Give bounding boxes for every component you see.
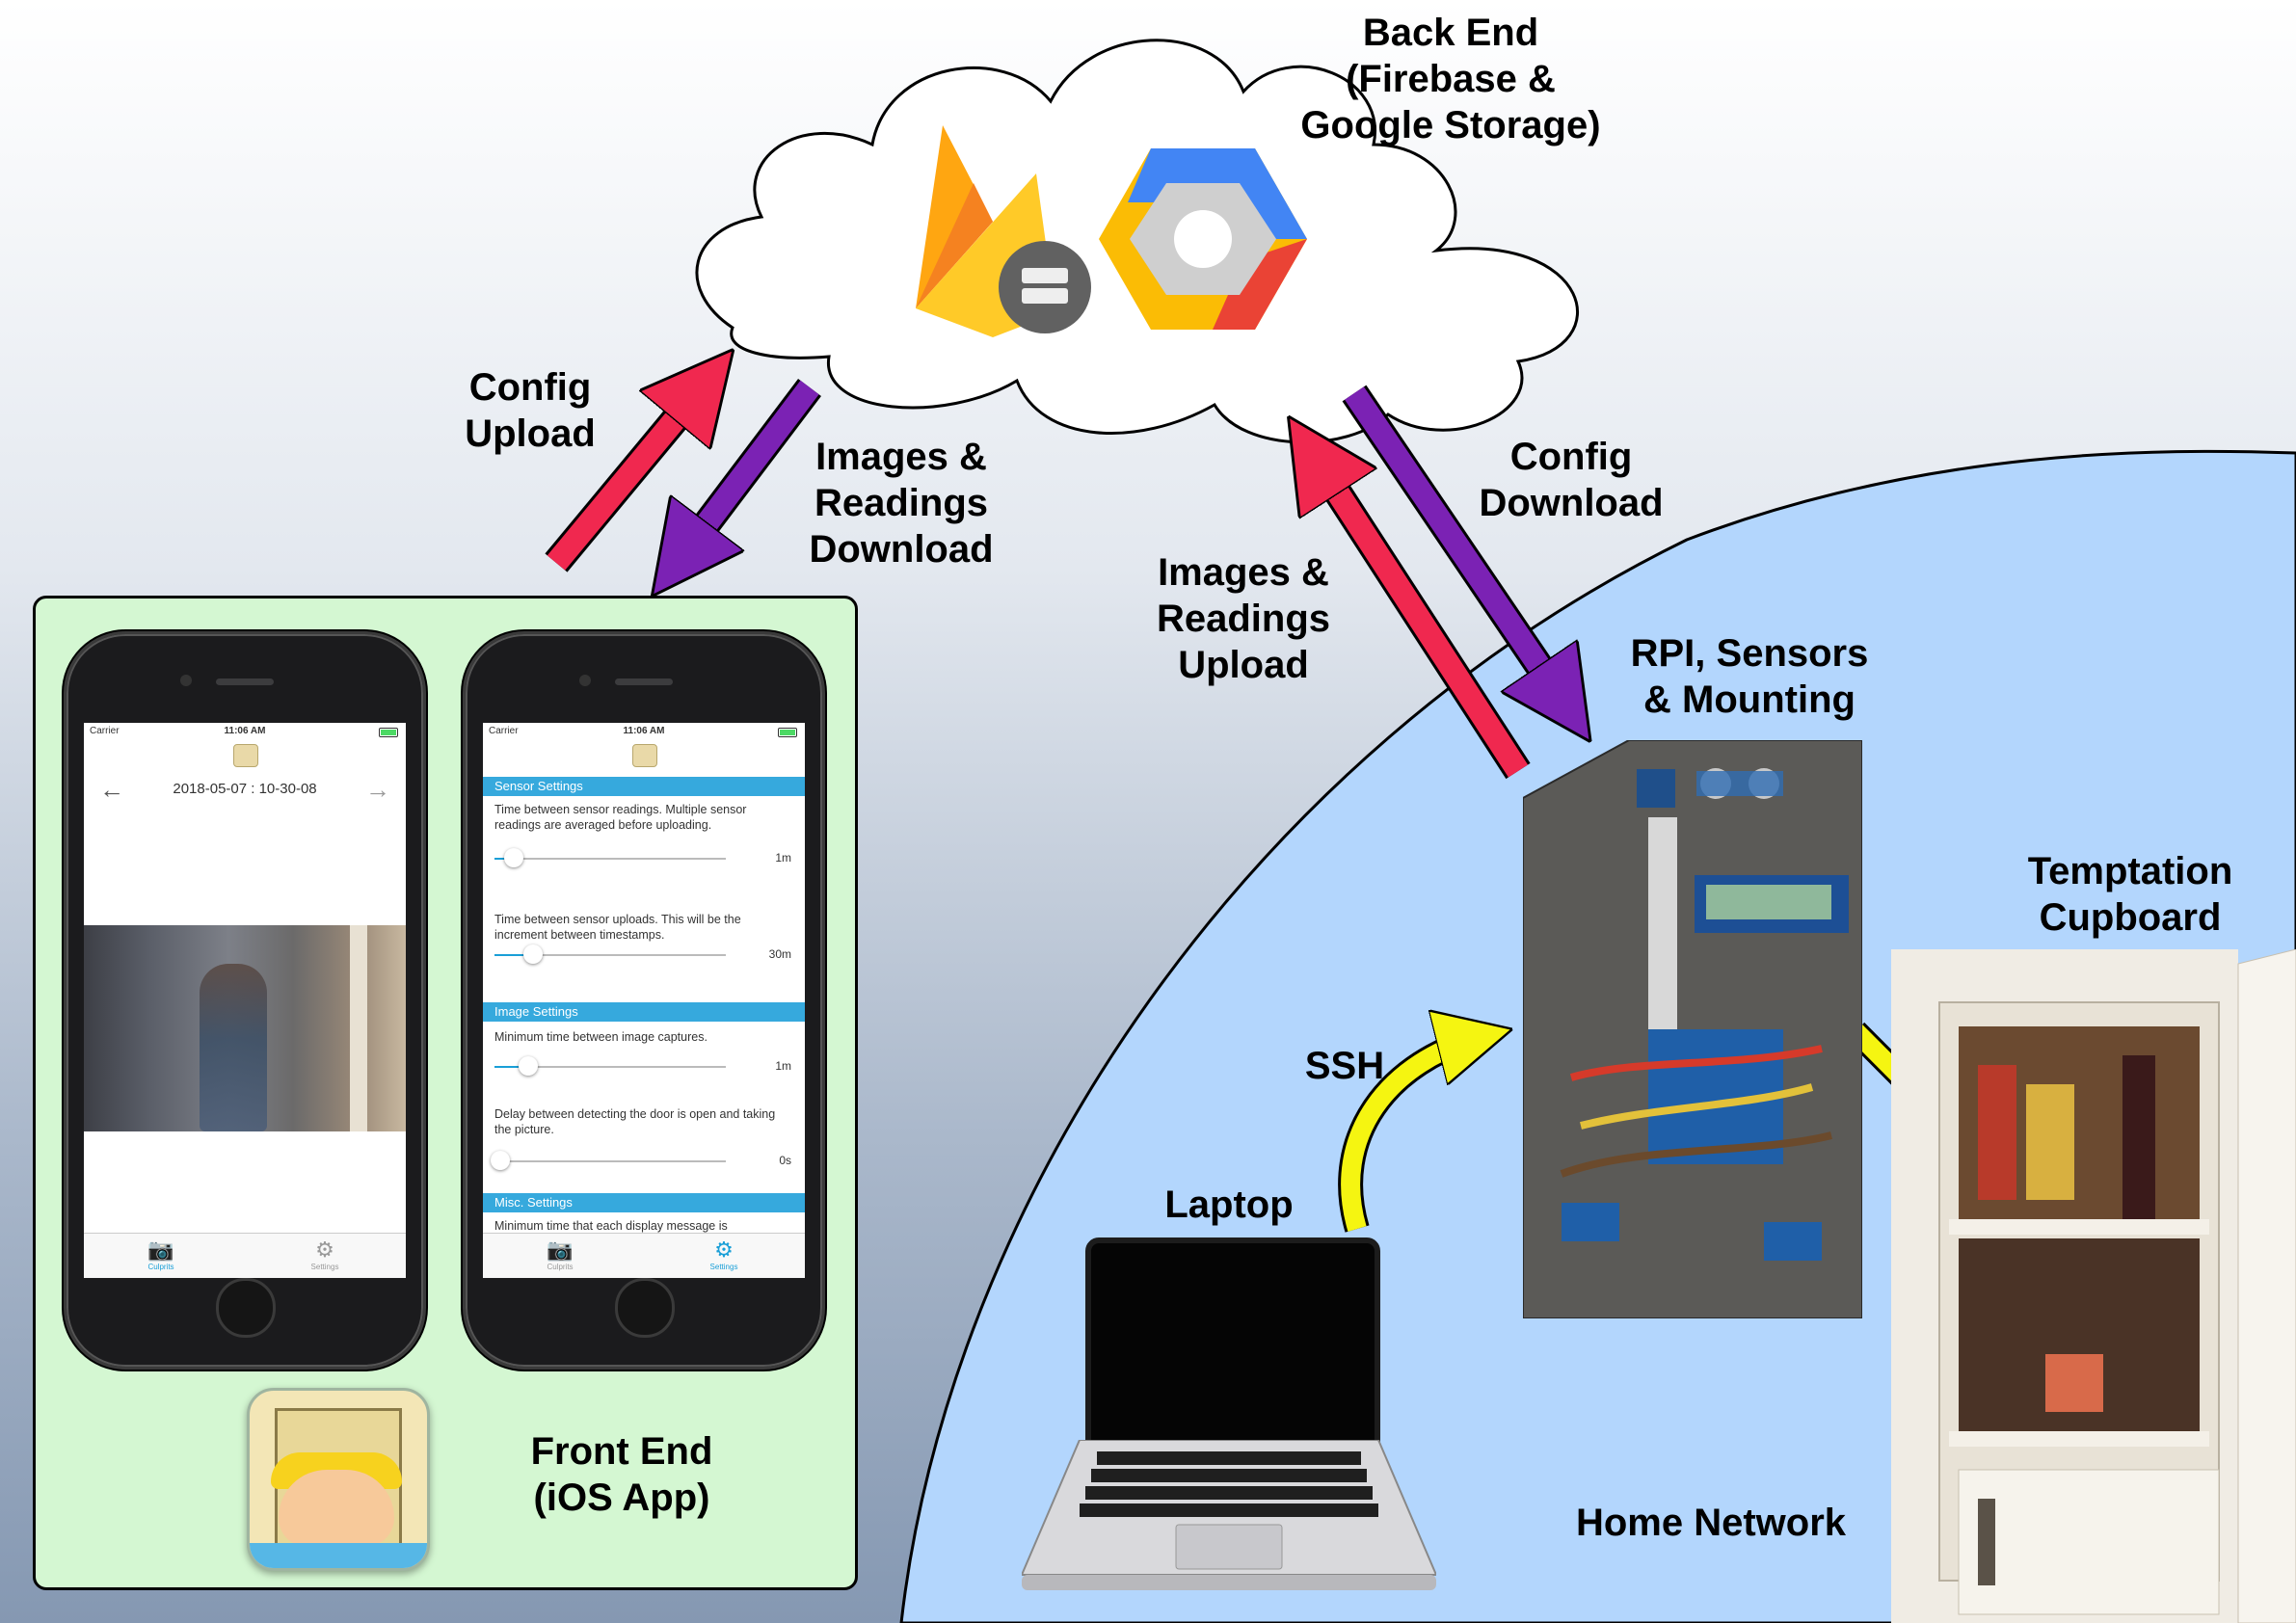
image-capture-slider[interactable] — [494, 1056, 726, 1076]
frontend-label: Front End (iOS App) — [530, 1430, 713, 1519]
door-edge — [350, 925, 367, 1131]
laptop-screen — [1085, 1237, 1380, 1451]
picture-delay-slider[interactable] — [491, 1151, 726, 1170]
phone-settings: Carrier 11:06 AM Sensor Settings Time be… — [463, 631, 825, 1370]
tab-settings[interactable]: ⚙ Settings — [666, 1237, 782, 1271]
google-cloud-logo-icon — [1099, 148, 1307, 330]
tab-label: Settings — [310, 1263, 339, 1271]
tab-bar: 📷 Culprits ⚙ Settings — [483, 1233, 805, 1278]
setting-value: 1m — [775, 1059, 791, 1073]
phone-camera — [180, 675, 192, 686]
culprits-screen: Carrier 11:06 AM ← 2018-05-07 : 10-30-08… — [84, 723, 406, 1278]
backend-label: Back End (Firebase & Google Storage) — [1300, 12, 1601, 146]
tab-culprits[interactable]: 📷 Culprits — [502, 1237, 618, 1271]
home-network-label: Home Network — [1575, 1502, 1847, 1544]
section-sensor-settings: Sensor Settings — [483, 777, 805, 796]
server-storage-icon — [999, 241, 1091, 333]
section-misc-settings: Misc. Settings — [483, 1193, 805, 1212]
settings-screen: Carrier 11:06 AM Sensor Settings Time be… — [483, 723, 805, 1278]
gear-icon: ⚙ — [315, 1237, 334, 1262]
app-logo-icon — [233, 744, 258, 767]
tab-culprits[interactable]: 📷 Culprits — [103, 1237, 219, 1271]
images-download-label: Images & Readings Download — [809, 436, 994, 571]
section-image-settings: Image Settings — [483, 1002, 805, 1022]
status-time: 11:06 AM — [623, 726, 665, 736]
capture-date: 2018-05-07 : 10-30-08 — [173, 781, 317, 797]
tab-bar: 📷 Culprits ⚙ Settings — [84, 1233, 406, 1278]
gear-icon: ⚙ — [714, 1237, 734, 1262]
setting-text: Delay between detecting the door is open… — [494, 1107, 776, 1136]
sensor-readings-slider[interactable] — [494, 848, 726, 867]
images-upload-label: Images & Readings Upload — [1156, 551, 1331, 686]
temptation-cupboard-label: Temptation Cupboard — [2027, 850, 2233, 939]
tab-label: Culprits — [147, 1263, 174, 1271]
setting-text: Minimum time between image captures. — [494, 1030, 707, 1044]
ssh-label: SSH — [1304, 1045, 1385, 1087]
camera-icon: 📷 — [547, 1237, 574, 1262]
config-download-label: Config Download — [1479, 436, 1664, 524]
phone-culprits: Carrier 11:06 AM ← 2018-05-07 : 10-30-08… — [64, 631, 426, 1370]
home-button[interactable] — [216, 1278, 276, 1338]
status-bar: Carrier 11:06 AM — [84, 723, 406, 740]
carrier-text: Carrier — [489, 726, 519, 736]
setting-value: 1m — [775, 851, 791, 865]
status-bar: Carrier 11:06 AM — [483, 723, 805, 740]
character-face — [279, 1470, 394, 1547]
culprit-figure — [200, 964, 267, 1131]
tab-label: Settings — [709, 1263, 738, 1271]
sensor-uploads-slider[interactable] — [494, 945, 726, 964]
config-upload-label: Config Upload — [465, 366, 596, 455]
phone-speaker — [615, 678, 673, 685]
setting-text: Minimum time that each display message i… — [494, 1219, 728, 1233]
setting-text: Time between sensor readings. Multiple s… — [494, 803, 747, 832]
battery-icon — [379, 728, 398, 737]
phone-speaker — [216, 678, 274, 685]
arrow-right-icon[interactable]: → — [365, 775, 390, 804]
app-icon — [247, 1388, 430, 1571]
culprit-photo — [84, 925, 406, 1131]
setting-text: Time between sensor uploads. This will b… — [494, 913, 741, 942]
battery-icon — [778, 728, 797, 737]
date-navbar: ← 2018-05-07 : 10-30-08 → — [84, 771, 406, 810]
app-logo-icon — [632, 744, 657, 767]
arrow-left-icon[interactable]: ← — [99, 775, 124, 804]
temptation-cupboard — [1891, 949, 2296, 1623]
tab-label: Culprits — [547, 1263, 574, 1271]
rpi-label: RPI, Sensors & Mounting — [1630, 632, 1869, 721]
setting-value: 0s — [779, 1154, 791, 1167]
character-shirt — [250, 1543, 427, 1568]
phone-camera — [579, 675, 591, 686]
carrier-text: Carrier — [90, 726, 120, 736]
rpi-sensor-board — [1523, 740, 1862, 1318]
laptop-label: Laptop — [1164, 1184, 1294, 1226]
camera-icon: 📷 — [147, 1237, 174, 1262]
status-time: 11:06 AM — [224, 726, 266, 736]
home-button[interactable] — [615, 1278, 675, 1338]
laptop-keyboard-base — [1022, 1440, 1436, 1590]
setting-value: 30m — [768, 947, 791, 961]
tab-settings[interactable]: ⚙ Settings — [267, 1237, 383, 1271]
